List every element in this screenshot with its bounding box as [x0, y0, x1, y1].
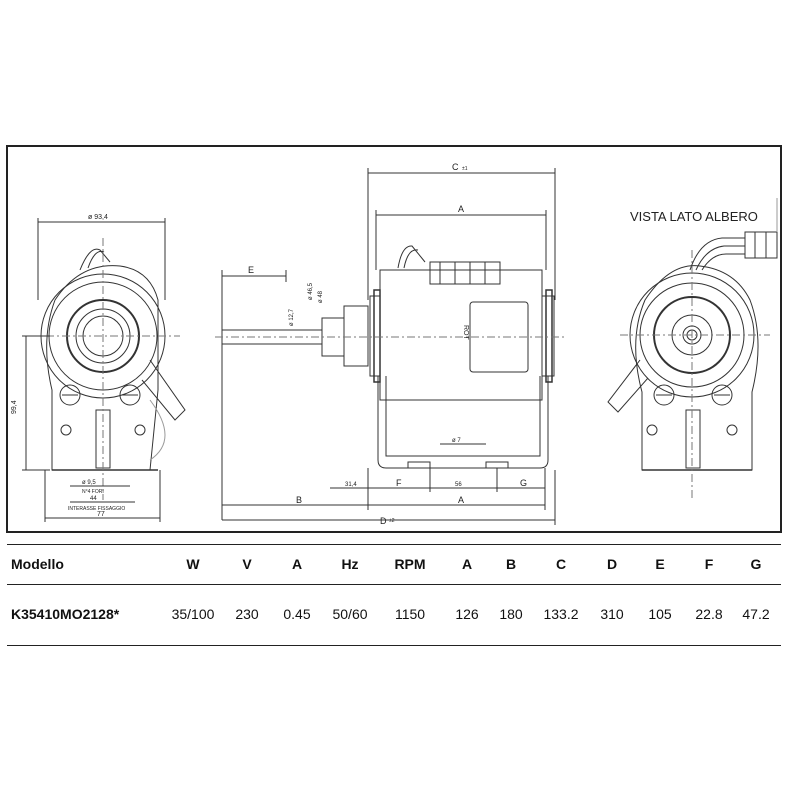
- front-width-bottom-label: 77: [97, 511, 105, 518]
- cell-b: 180: [499, 606, 523, 622]
- cell-v: 230: [235, 606, 259, 622]
- dim-b-label: B: [296, 495, 302, 505]
- dim-center-label: 56: [455, 482, 462, 488]
- header-v: V: [242, 556, 252, 572]
- front-spacing-label: 44: [90, 496, 97, 502]
- header-d: D: [606, 556, 618, 572]
- dim-f-label: F: [396, 478, 402, 488]
- cell-a-dim: 126: [455, 606, 479, 622]
- front-slot-note: N°4 FORI: [82, 489, 104, 495]
- dim-d-label: D: [380, 516, 387, 526]
- header-modello: Modello: [11, 556, 64, 572]
- header-f: F: [704, 556, 714, 572]
- front-spacing-note: INTERASSE FISSAGGIO: [68, 506, 125, 512]
- front-view: [22, 218, 186, 522]
- header-a-current: A: [291, 556, 303, 572]
- dim-left-label: 31,4: [345, 482, 357, 488]
- dim-e-label: E: [248, 265, 254, 275]
- header-rpm: RPM: [394, 556, 426, 572]
- hole-dia-label: ø 7: [452, 438, 461, 444]
- front-slot-label: ø 9,5: [82, 480, 96, 486]
- front-width-top-label: ø 93,4: [88, 214, 108, 221]
- label-plate-text: ROT: [462, 325, 469, 341]
- dim-d-tol: ±2: [389, 518, 395, 524]
- cell-rpm: 1150: [394, 606, 426, 622]
- cell-f: 22.8: [695, 606, 723, 622]
- motor-technical-drawing: ø 93,4 99,4 ø 9,5 N°4 FORI 44 INTERASSE …: [6, 145, 782, 533]
- cell-hz: 50/60: [332, 606, 368, 622]
- dim-a-bottom-label: A: [458, 495, 464, 505]
- cell-e: 105: [648, 606, 672, 622]
- shaft-dia2-label: ø 46,5: [308, 282, 314, 300]
- header-hz: Hz: [341, 556, 359, 572]
- drawing-frame: [6, 145, 782, 533]
- cell-c: 133.2: [543, 606, 579, 622]
- table-row: K35410MO2128* 35/100 230 0.45 50/60 1150…: [7, 597, 781, 633]
- cell-model: K35410MO2128*: [11, 606, 120, 622]
- cell-a-current: 0.45: [283, 606, 311, 622]
- cell-d: 310: [600, 606, 624, 622]
- header-g: G: [750, 556, 762, 572]
- spec-table-header: Modello W V A Hz RPM A B C D E F G: [7, 547, 781, 585]
- side-view-title: VISTA LATO ALBERO: [630, 209, 758, 224]
- shaft-dia1-label: ø 12,7: [289, 308, 295, 326]
- header-b: B: [505, 556, 517, 572]
- cell-w: 35/100: [171, 606, 215, 622]
- dim-a-top-label: A: [458, 204, 464, 214]
- header-w: W: [186, 556, 200, 572]
- dim-g-label: G: [520, 478, 527, 488]
- header-a-dim: A: [461, 556, 473, 572]
- header-e: E: [655, 556, 665, 572]
- shaft-dia3-label: ø 48: [318, 290, 324, 303]
- spec-table: Modello W V A Hz RPM A B C D E F G K3541…: [7, 544, 781, 646]
- shaft-end-view: [607, 198, 778, 500]
- dim-c-tol: ±1: [462, 166, 468, 172]
- dim-c-label: C: [452, 162, 459, 172]
- header-c: C: [555, 556, 567, 572]
- front-height-label: 99,4: [11, 400, 18, 414]
- cell-g: 47.2: [742, 606, 770, 622]
- side-view: [215, 168, 565, 525]
